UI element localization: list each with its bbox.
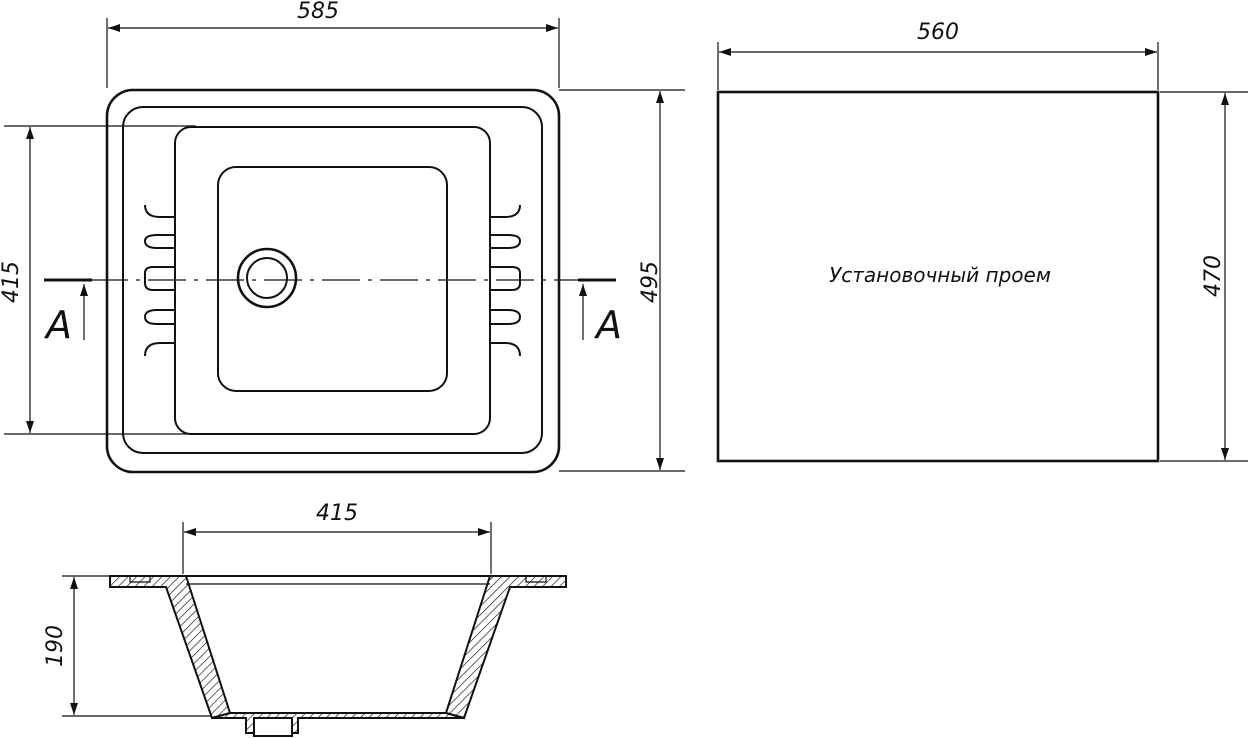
section-letter-right: A xyxy=(593,303,622,347)
section-right-wall xyxy=(444,575,567,720)
bowl-bottom xyxy=(217,166,448,392)
sink-outer-rim xyxy=(105,88,561,474)
section-left-wall xyxy=(109,575,232,720)
top-view: A A 585 495 415 xyxy=(0,0,685,474)
drain-outer xyxy=(236,247,298,309)
dim-cutout-width: 560 xyxy=(917,20,959,45)
dim-section-width: 415 xyxy=(316,501,358,526)
dim-cutout-height: 470 xyxy=(1201,255,1226,297)
dim-top-height-inner: 415 xyxy=(0,261,24,303)
left-grooves xyxy=(143,204,175,357)
dim-section-depth: 190 xyxy=(43,625,68,667)
cutout-label: Установочный проем xyxy=(829,263,1051,287)
cutout-rect xyxy=(716,90,1160,463)
dim-top-height-outer: 495 xyxy=(638,261,663,303)
right-grooves xyxy=(490,204,522,357)
section-bottom xyxy=(211,712,465,734)
dim-top-width: 585 xyxy=(297,0,339,24)
section-drain-outlet xyxy=(253,717,293,737)
section-letter-left: A xyxy=(43,303,72,347)
cutout-view: Установочный проем 560 470 xyxy=(716,20,1248,463)
drain-inner xyxy=(246,257,288,299)
section-view: 415 190 xyxy=(43,501,567,737)
